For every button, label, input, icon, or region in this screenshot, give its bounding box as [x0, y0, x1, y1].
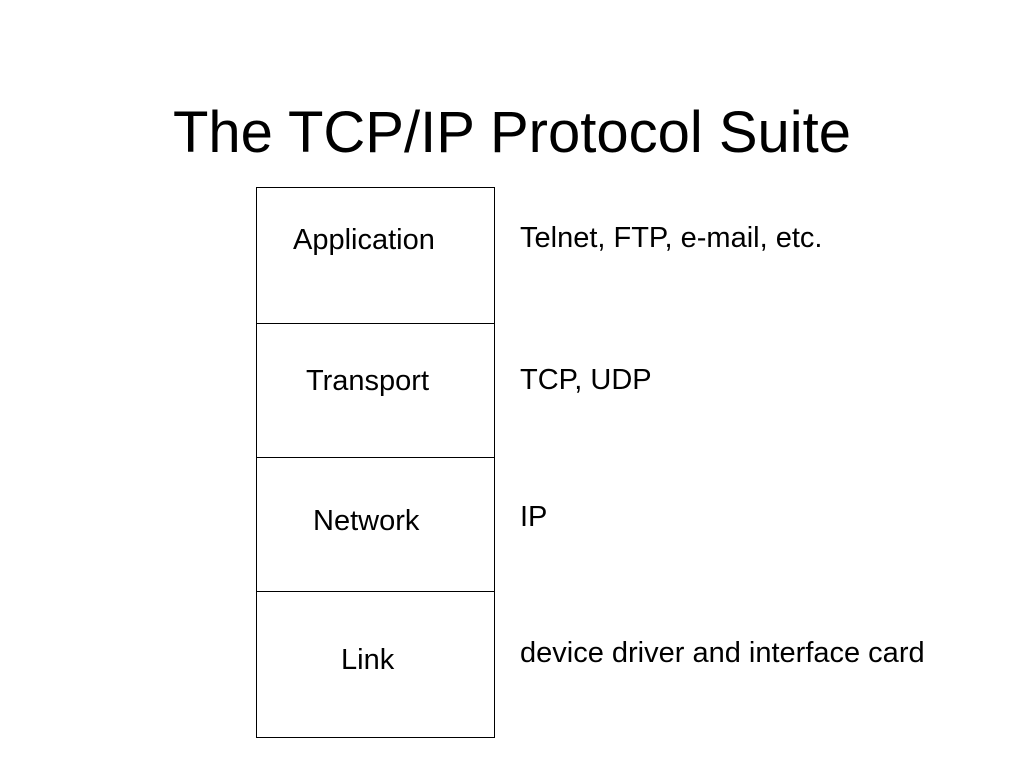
layer-label-transport: Transport — [306, 365, 430, 397]
protocols-transport: TCP, UDP — [520, 364, 652, 396]
protocols-link: device driver and interface card — [520, 637, 925, 669]
layer-box-transport: Transport — [257, 323, 494, 458]
layer-box-network: Network — [257, 457, 494, 592]
layer-label-link: Link — [341, 644, 395, 676]
protocol-stack-diagram: Application Transport Network Link — [256, 187, 495, 738]
protocols-application: Telnet, FTP, e-mail, etc. — [520, 222, 823, 254]
protocols-network: IP — [520, 501, 548, 533]
layer-label-application: Application — [293, 224, 435, 256]
layer-box-application: Application — [257, 188, 494, 323]
slide-title: The TCP/IP Protocol Suite — [172, 100, 852, 165]
layer-box-link: Link — [257, 591, 494, 737]
layer-label-network: Network — [313, 505, 420, 537]
